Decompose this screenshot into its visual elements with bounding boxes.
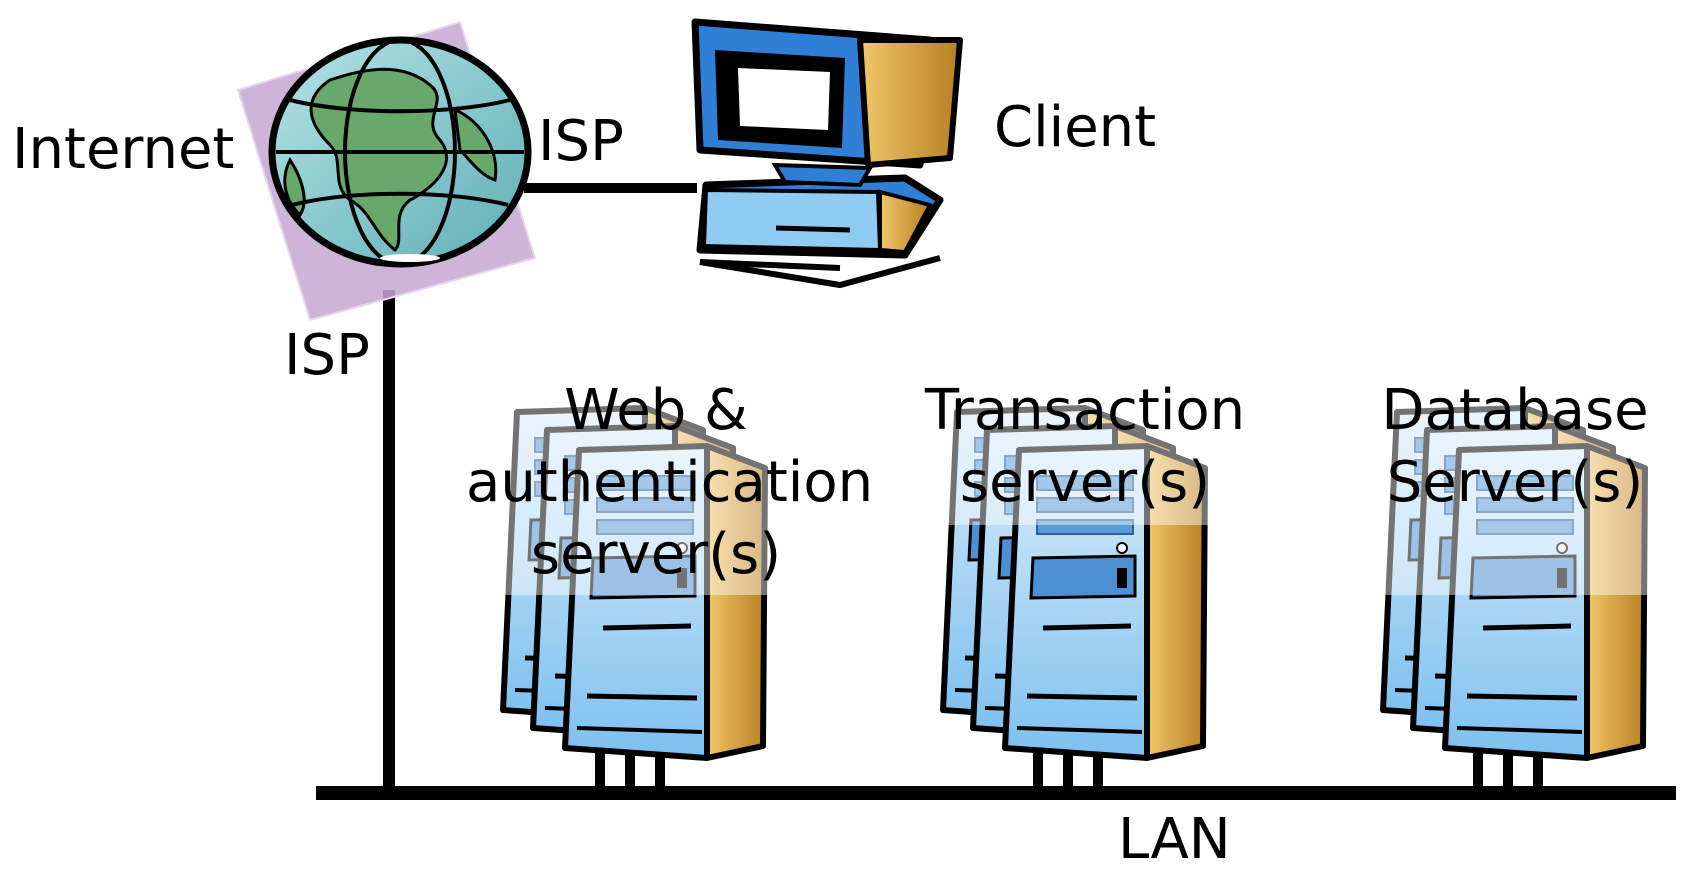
server-label-line: server(s) <box>530 522 782 587</box>
internet-label: Internet <box>12 117 235 182</box>
isp-right-label: ISP <box>538 109 624 174</box>
isp-down-label: ISP <box>284 323 370 388</box>
server-label-line: Transaction <box>924 378 1246 443</box>
server-label-line: Server(s) <box>1386 450 1644 515</box>
globe-icon <box>236 20 537 322</box>
lan-label: LAN <box>1118 807 1231 872</box>
server-label-line: server(s) <box>959 450 1211 515</box>
server-label-line: Web & <box>564 378 748 443</box>
server-label-line: Database <box>1381 378 1649 443</box>
database-server-label: Database Server(s) <box>1360 375 1670 519</box>
client-label: Client <box>994 95 1157 160</box>
transaction-server-label: Transaction server(s) <box>910 375 1260 519</box>
web-auth-server-label: Web & authentication server(s) <box>466 375 874 591</box>
server-label-line: authentication <box>466 450 874 515</box>
desktop-computer-icon <box>691 18 963 289</box>
